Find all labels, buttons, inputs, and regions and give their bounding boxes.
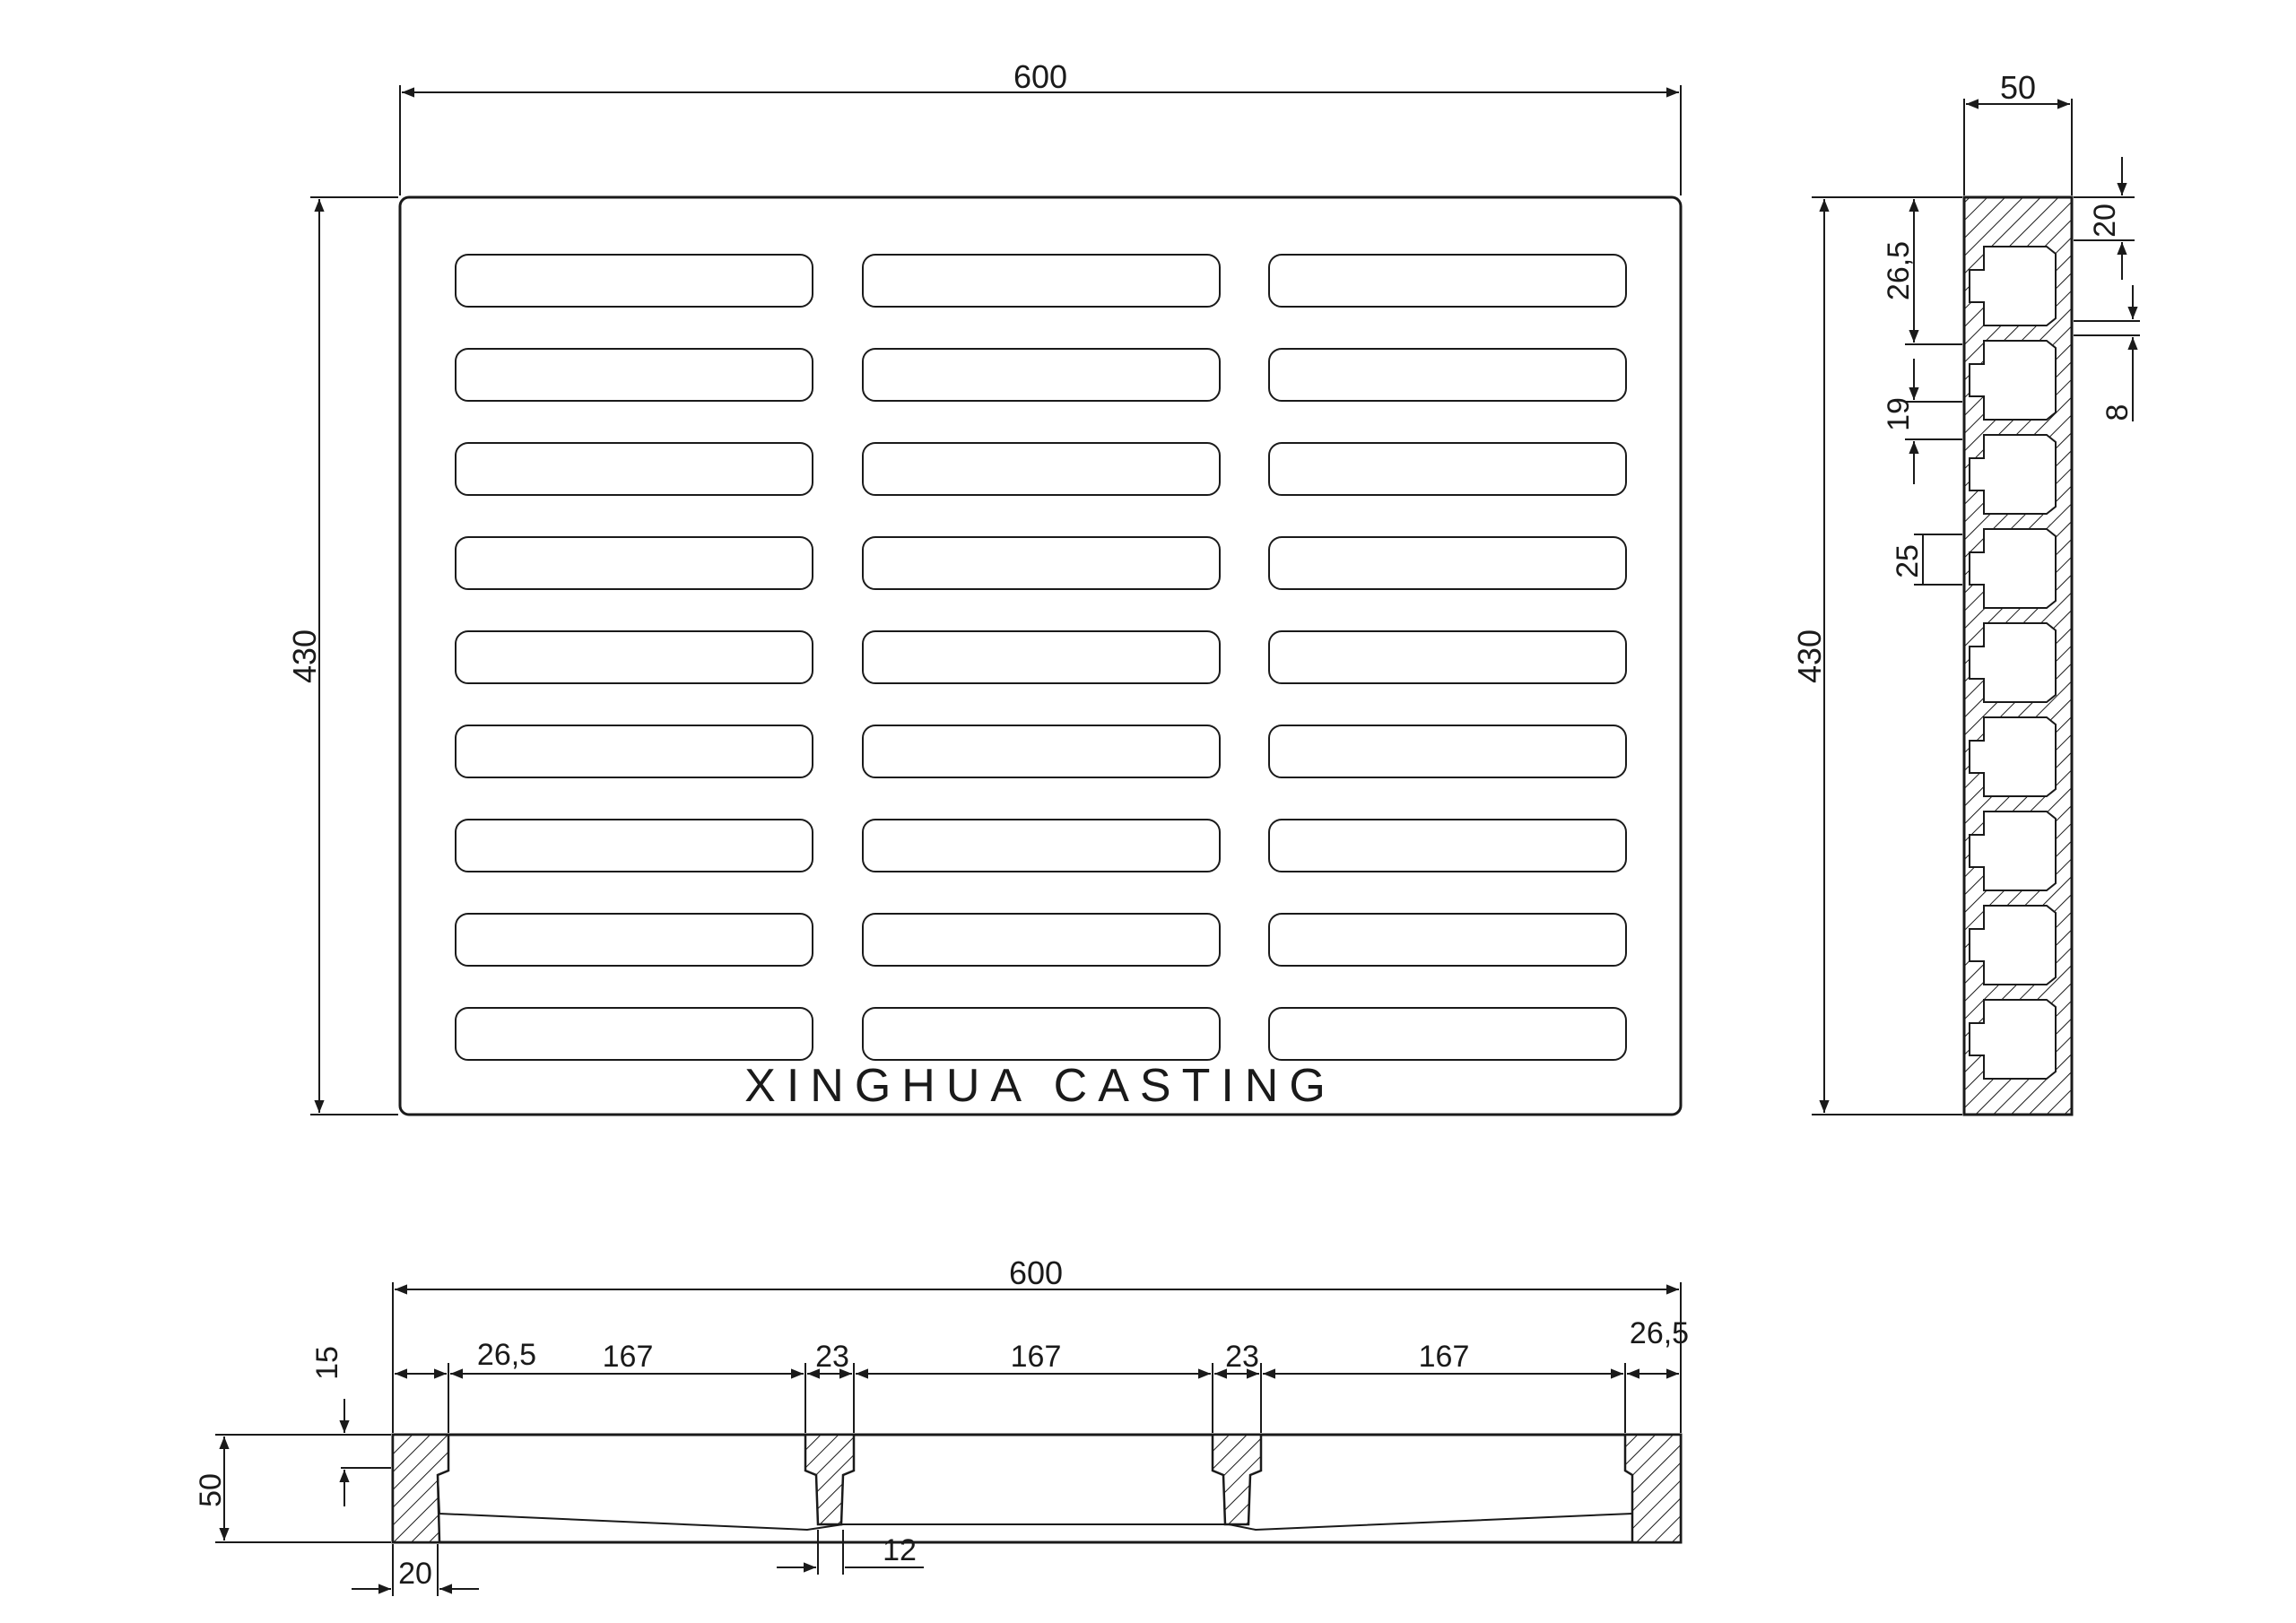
front-width-label: 600 xyxy=(1009,1254,1063,1291)
drain-slot xyxy=(1268,913,1627,967)
side-height-label: 430 xyxy=(1791,629,1828,683)
front-height-label: 50 xyxy=(194,1473,228,1507)
drain-slot xyxy=(1268,630,1627,684)
drain-slot xyxy=(1268,819,1627,872)
front-rib-bottom-label: 12 xyxy=(883,1533,917,1567)
front-span-3-label: 167 xyxy=(1419,1340,1470,1374)
grate-outline xyxy=(398,195,1683,1116)
drain-slot xyxy=(862,725,1221,778)
drain-slot xyxy=(455,442,813,496)
drain-slot xyxy=(862,819,1221,872)
front-inner-profile xyxy=(437,1474,1633,1532)
drain-slot xyxy=(455,819,813,872)
side-view: 50 430 20 26,5 8 19 25 xyxy=(1791,69,2140,1116)
brand-text: XINGHUA CASTING xyxy=(744,1060,1336,1112)
plan-view: XINGHUA CASTING 600 430 xyxy=(286,58,1683,1116)
drain-slot xyxy=(1268,254,1627,308)
side-slot-cut xyxy=(1969,905,2057,985)
front-rib-1-label: 23 xyxy=(815,1340,849,1374)
drain-slot xyxy=(1268,725,1627,778)
drain-slot xyxy=(455,630,813,684)
drain-slot xyxy=(862,536,1221,590)
drain-slot xyxy=(862,1007,1221,1061)
side-bottom-label: 8 xyxy=(2100,404,2135,421)
drain-slot xyxy=(862,348,1221,402)
front-hatched-section xyxy=(391,1433,450,1544)
front-span-2-label: 167 xyxy=(1011,1340,1062,1374)
front-segment-dimensions xyxy=(392,1363,1682,1433)
front-hatched-section xyxy=(1623,1433,1683,1544)
side-slot-cuts xyxy=(1969,246,2057,1080)
drain-slot xyxy=(862,913,1221,967)
drain-slot xyxy=(455,348,813,402)
side-slot-cut xyxy=(1969,811,2057,891)
side-slot-label: 26,5 xyxy=(1882,241,1916,300)
drain-slot xyxy=(455,725,813,778)
side-slot-cut xyxy=(1969,622,2057,703)
width-dimension-label: 600 xyxy=(1013,58,1067,95)
side-slot-cut xyxy=(1969,246,2057,326)
front-edge-right-label: 26,5 xyxy=(1630,1316,1689,1350)
front-span-1-label: 167 xyxy=(603,1340,654,1374)
front-edge-left-label: 26,5 xyxy=(477,1338,536,1372)
drain-slot xyxy=(455,1007,813,1061)
side-slot-cut xyxy=(1969,340,2057,421)
side-gap-label: 25 xyxy=(1891,544,1925,578)
side-slot-cut xyxy=(1969,528,2057,609)
front-section-outline xyxy=(391,1433,1683,1544)
front-hatched-section xyxy=(1211,1433,1263,1526)
front-wall-sections xyxy=(391,1433,1683,1544)
front-rib-2-label: 23 xyxy=(1225,1340,1259,1374)
side-slot-cut xyxy=(1969,434,2057,515)
front-wall-label: 20 xyxy=(398,1557,432,1591)
side-depth-label: 50 xyxy=(2000,69,2036,106)
drain-slot xyxy=(1268,442,1627,496)
drain-slot xyxy=(862,630,1221,684)
front-top-label: 15 xyxy=(310,1346,344,1380)
drain-slot xyxy=(1268,1007,1627,1061)
side-top-flange-label: 20 xyxy=(2088,204,2122,238)
front-hatched-section xyxy=(804,1433,856,1526)
height-dimension-label: 430 xyxy=(286,629,323,683)
front-view: 600 26,5 26,5 167 23 167 23 167 50 15 20… xyxy=(194,1254,1689,1596)
side-slot-cut xyxy=(1969,716,2057,797)
drain-slot xyxy=(1268,536,1627,590)
drain-slot xyxy=(455,536,813,590)
drain-slot xyxy=(455,254,813,308)
side-rib-label: 19 xyxy=(1882,397,1916,431)
side-slot-cut xyxy=(1969,999,2057,1080)
drain-slot xyxy=(862,442,1221,496)
drain-slot xyxy=(455,913,813,967)
drain-slot xyxy=(1268,348,1627,402)
slot-grid xyxy=(455,254,1627,1061)
drain-slot xyxy=(862,254,1221,308)
